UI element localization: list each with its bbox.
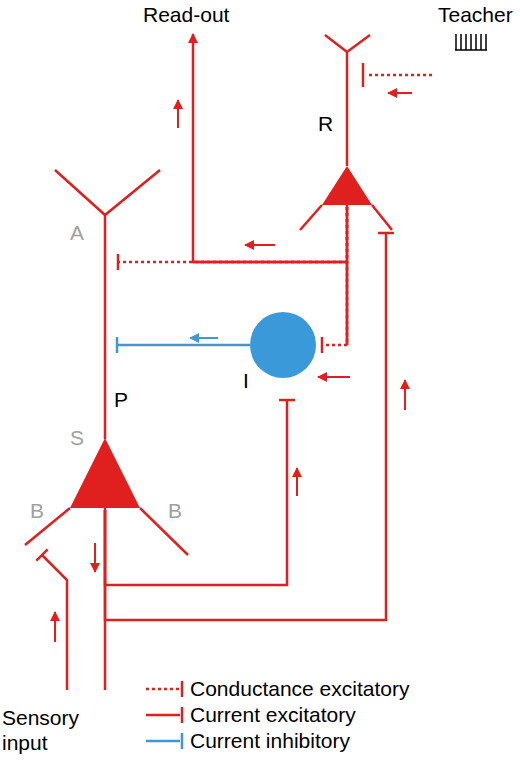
direction-arrow	[318, 376, 350, 378]
apical-dendrite	[325, 35, 370, 166]
neuron-label: R	[318, 111, 333, 136]
excitatory-synapse	[105, 400, 287, 585]
interneuron: I	[242, 310, 322, 394]
legend-sample	[143, 728, 188, 754]
direction-arrow	[94, 543, 96, 572]
direction-arrow	[404, 380, 406, 410]
spike-train-icon	[455, 34, 487, 50]
direction-arrow	[388, 92, 412, 94]
conductance-synapse	[322, 207, 347, 345]
teacher-synapse-line	[366, 74, 432, 77]
cell-body-shape	[250, 312, 316, 378]
direction-arrow	[177, 100, 179, 128]
compartment-label: A	[70, 220, 84, 245]
compartment-label: S	[70, 425, 84, 450]
excitatory-synapse	[105, 233, 386, 620]
output-label: Read-out	[143, 2, 229, 27]
legend-sample	[143, 676, 188, 702]
neuron-label: I	[243, 368, 249, 393]
legend-text: Current excitatory	[190, 702, 356, 728]
compartment-label: B	[168, 498, 182, 523]
neuron-label: P	[114, 387, 128, 412]
axon	[346, 207, 349, 345]
apical-dendrite	[55, 170, 160, 439]
direction-arrow	[54, 612, 56, 642]
cell-body	[305, 105, 385, 207]
pyramidal-neuron: R	[305, 105, 385, 207]
axon	[193, 261, 347, 264]
synapse-bar	[362, 63, 365, 87]
legend-text: Current inhibitory	[190, 728, 350, 754]
compartment-label: B	[30, 498, 44, 523]
legend-text: Conductance excitatory	[190, 676, 409, 702]
input-label: Sensory input	[2, 705, 114, 755]
direction-arrow	[190, 337, 218, 339]
basal-dendrite	[25, 508, 188, 555]
legend-sample	[143, 702, 188, 728]
sensory-input-axon	[42, 555, 67, 690]
direction-arrow	[245, 244, 275, 246]
readout-axon	[193, 34, 347, 262]
direction-arrow	[296, 468, 298, 496]
conductance-synapse	[118, 207, 347, 262]
cell-body	[242, 310, 322, 394]
cell-body-shape	[322, 166, 372, 205]
teacher-label: Teacher	[438, 2, 513, 27]
axon	[346, 205, 349, 345]
inhibitory-synapse	[117, 344, 250, 347]
